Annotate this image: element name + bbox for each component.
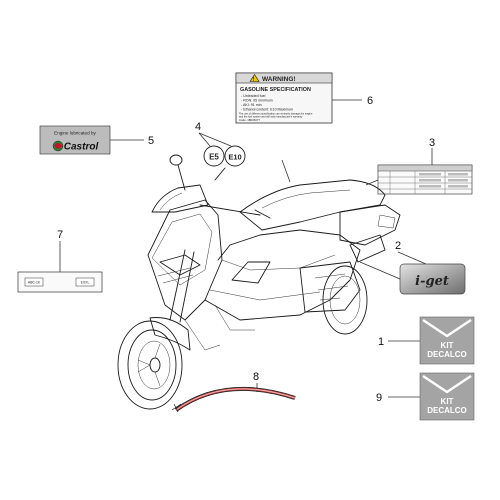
castrol-brand: Castrol	[64, 142, 99, 153]
brand-decal-2: i-get	[399, 263, 466, 295]
callout-6: 6	[367, 95, 373, 107]
e5-text: E5	[209, 153, 219, 162]
small-label-right: EXXL	[81, 281, 90, 285]
e10-text: E10	[228, 153, 241, 162]
kit2-line1: KIT	[441, 397, 454, 406]
kit1-line1: KIT	[441, 341, 454, 350]
emission-label-e10: E10	[224, 145, 246, 167]
warning-line-1: - Unleaded fuel	[241, 94, 266, 98]
castrol-line1: Engine lubricated by	[54, 131, 96, 136]
small-label-7: ABC-1K EXXL	[17, 271, 103, 293]
leader-line-4a	[198, 132, 211, 147]
rim-stripe-8	[171, 386, 296, 413]
small-label-left: ABC-1K	[28, 281, 41, 285]
front-wheel	[117, 320, 183, 410]
brand-decal-text: i-get	[415, 274, 449, 289]
kit1-line2: DECALCO	[427, 350, 467, 359]
callout-3: 3	[429, 137, 435, 149]
callout-4: 4	[195, 121, 201, 133]
warning-line-4: - Ethanol content: E10 Maximum	[241, 108, 293, 112]
kit-decal-1: KIT DECALCO	[419, 316, 475, 365]
warning-heading: GASOLINE SPECIFICATION	[240, 87, 311, 93]
svg-text:!: !	[253, 77, 255, 83]
warning-label-6: ! WARNING! GASOLINE SPECIFICATION - Unle…	[235, 72, 333, 124]
envelope-icon	[422, 375, 472, 394]
warning-title: WARNING!	[262, 76, 296, 83]
callout-7: 7	[57, 229, 63, 241]
castrol-label-5: Engine lubricated by Castrol	[39, 125, 111, 155]
scooter-illustration	[117, 154, 401, 410]
rear-wheel	[322, 265, 368, 335]
warning-triangle-icon: !	[249, 73, 260, 83]
leader-line-4b	[198, 132, 232, 147]
callout-2: 2	[395, 240, 401, 252]
warning-line-7: Code: 1B006077	[239, 118, 260, 122]
callout-9: 9	[376, 392, 382, 404]
leader-line-3b	[365, 179, 379, 186]
envelope-icon	[422, 319, 472, 338]
warning-line-3: - AKI: 91 min	[241, 103, 262, 107]
leader-line-2b	[359, 261, 401, 280]
leader-line-2	[397, 251, 427, 265]
callout-1: 1	[378, 336, 384, 348]
kit-decal-9: KIT DECALCO	[419, 372, 475, 421]
tyre-label-3	[377, 164, 473, 195]
warning-line-6: and the fuel system and will void manufa…	[239, 116, 303, 119]
warning-line-2: - RON: 95 minimum	[241, 99, 273, 103]
emission-label-e5: E5	[203, 145, 225, 167]
warning-line-5: The use of different specification can s…	[239, 113, 313, 116]
callout-8: 8	[253, 371, 259, 383]
castrol-logo-icon	[52, 140, 64, 152]
kit2-line2: DECALCO	[427, 406, 467, 415]
callout-5: 5	[148, 135, 154, 147]
